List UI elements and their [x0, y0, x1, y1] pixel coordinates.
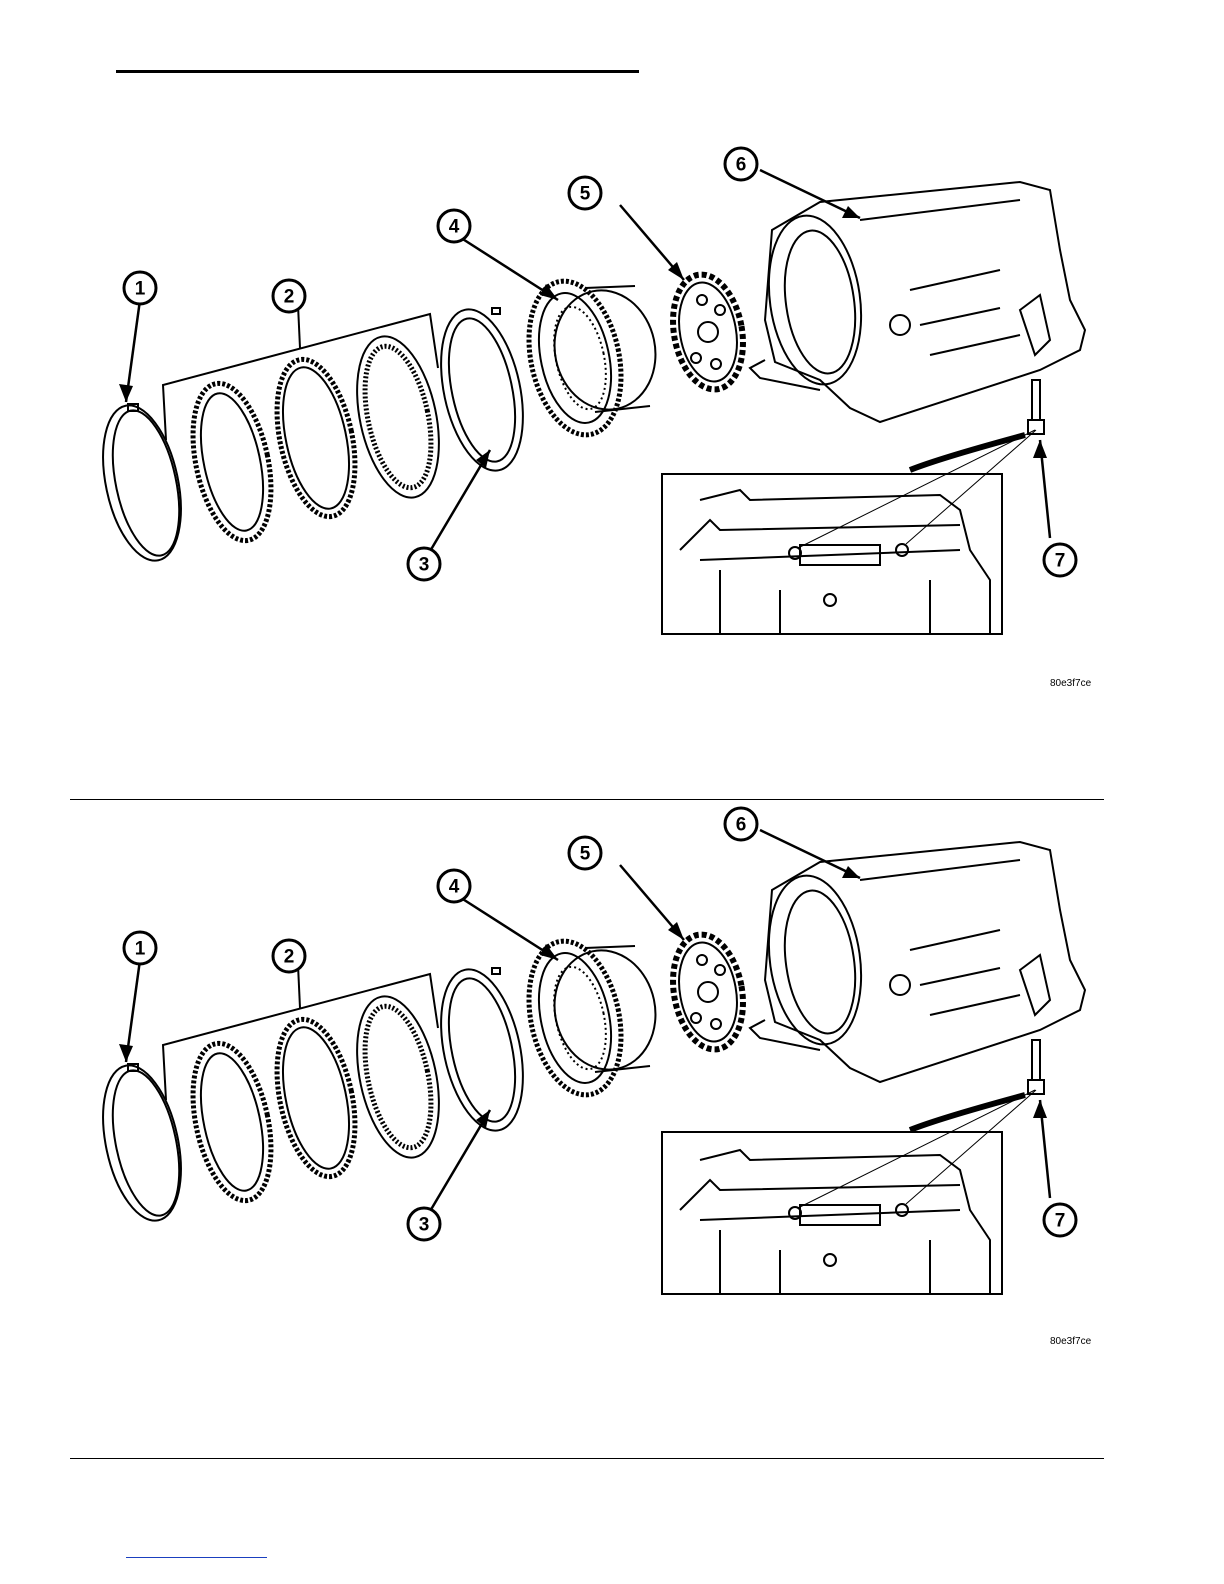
callout-label-7: 7: [1055, 1211, 1066, 1232]
snap-ring-part: [90, 1058, 193, 1228]
top-rule: [116, 70, 639, 73]
clutch-disc-1: [180, 1036, 284, 1207]
callout-label-2: 2: [284, 947, 295, 968]
exploded-view-drawing: 1 2 3 4 5 6 7: [60, 140, 1120, 700]
clutch-pack-bracket: [163, 305, 438, 440]
clutch-drum-part: [516, 273, 667, 444]
exploded-view-figure-2: 1 2 3 4 5 6 7 80e3f7ce: [60, 800, 1120, 1420]
clutch-disc-1: [180, 376, 284, 547]
clutch-drum-part: [516, 933, 667, 1104]
leader-arrows: [126, 170, 1050, 558]
sprocket-part: [664, 269, 751, 395]
bolt-part: [1028, 1040, 1044, 1094]
callout-label-6: 6: [736, 155, 747, 176]
callout-label-4: 4: [449, 217, 460, 238]
transmission-case-part: [750, 842, 1085, 1082]
transmission-case-part: [750, 182, 1085, 422]
callout-label-2: 2: [284, 287, 295, 308]
clutch-plate-2: [264, 1012, 368, 1183]
figure-code: 80e3f7ce: [1050, 678, 1091, 689]
exploded-view-figure-1: 1 2 3 4 5 6 7 80e3f7ce: [60, 140, 1120, 760]
callout-label-6: 6: [736, 815, 747, 836]
callout-label-5: 5: [580, 844, 591, 865]
bolt-part: [1028, 380, 1044, 434]
inset-detail-view: [662, 1090, 1036, 1294]
callout-label-5: 5: [580, 184, 591, 205]
callout-label-7: 7: [1055, 551, 1066, 572]
figure-code: 80e3f7ce: [1050, 1336, 1091, 1347]
footer-link-underline[interactable]: [126, 1557, 267, 1558]
inset-detail-view: [662, 430, 1036, 634]
callout-label-1: 1: [135, 279, 146, 300]
snap-ring-part: [90, 398, 193, 568]
clutch-plate-2: [264, 352, 368, 523]
exploded-view-drawing: 1 2 3 4 5 6 7: [60, 800, 1120, 1360]
callout-label-3: 3: [419, 1215, 430, 1236]
pressure-plate-part: [428, 302, 536, 478]
callout-label-3: 3: [419, 555, 430, 576]
pressure-plate-part: [428, 962, 536, 1138]
sprocket-part: [664, 929, 751, 1055]
callout-label-1: 1: [135, 939, 146, 960]
leader-arrows: [126, 830, 1050, 1218]
clutch-pack-bracket: [163, 965, 438, 1100]
bottom-rule: [70, 1458, 1104, 1459]
callout-label-4: 4: [449, 877, 460, 898]
